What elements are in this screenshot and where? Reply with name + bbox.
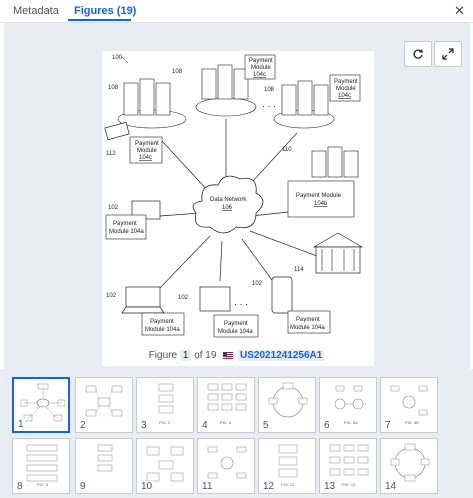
patent-number-link[interactable]: US2021241256A1 bbox=[238, 350, 325, 361]
expand-icon bbox=[442, 48, 454, 60]
thumbnail-6[interactable]: FIG. 6A 6 bbox=[319, 377, 377, 433]
figure-number[interactable]: 1 bbox=[179, 350, 192, 361]
ref-108-left: 108 bbox=[108, 85, 119, 91]
ref-108-top: 108 bbox=[172, 69, 183, 75]
thumbnail-strip: 1 2 FIG. 3 3 FIG. 4 4 5 FIG. 6A 6 FIG. 6… bbox=[0, 369, 473, 498]
pm-right-line2: Module bbox=[336, 86, 356, 92]
thumbnail-number: 11 bbox=[201, 481, 214, 492]
pm-a2-line2: Module 104a bbox=[145, 327, 180, 333]
thumbnail-number: 4 bbox=[201, 420, 209, 431]
thumbnail-number: 1 bbox=[17, 419, 25, 430]
us-flag-icon bbox=[223, 351, 234, 359]
thumbnail-9[interactable]: 9 bbox=[75, 438, 133, 494]
active-tab-indicator bbox=[68, 19, 131, 21]
thumbnail-8[interactable]: FIG. 8 8 bbox=[12, 438, 70, 494]
thumbnail-number: 2 bbox=[79, 420, 87, 431]
thumbnail-number: 5 bbox=[262, 420, 270, 431]
pm-a2-line1: Payment bbox=[150, 319, 174, 325]
thumbnail-4-caption: FIG. 4 bbox=[220, 420, 232, 425]
pm-a1-line2: Module 104a bbox=[109, 229, 144, 235]
thumbnail-number: 12 bbox=[262, 481, 276, 492]
thumbnail-3[interactable]: FIG. 3 3 bbox=[136, 377, 194, 433]
thumbnail-11[interactable]: 11 bbox=[197, 438, 255, 494]
thumbnail-13-caption: FIG. 13 bbox=[342, 482, 356, 487]
thumbnail-3-caption: FIG. 3 bbox=[159, 420, 171, 425]
thumbnail-number: 9 bbox=[79, 481, 87, 492]
pm-right-line1: Payment bbox=[334, 79, 358, 85]
thumbnail-14[interactable]: 14 bbox=[380, 438, 438, 494]
tab-bar: Metadata Figures (19) ✕ bbox=[0, 0, 473, 23]
pm-top-line1: Payment bbox=[249, 58, 273, 64]
thumbnail-number: 10 bbox=[140, 481, 154, 492]
thumbnail-7-caption: FIG. 6B bbox=[405, 420, 419, 425]
network-label: Data Network bbox=[210, 197, 247, 203]
thumbnail-number: 14 bbox=[384, 481, 398, 492]
rotate-button[interactable] bbox=[404, 41, 432, 67]
pm-b-line2: 104b bbox=[314, 201, 328, 207]
thumbnail-5[interactable]: 5 bbox=[258, 377, 316, 433]
thumbnail-1[interactable]: 1 bbox=[12, 377, 70, 433]
pm-a4-line1: Payment bbox=[296, 317, 320, 323]
thumbnail-4[interactable]: FIG. 4 4 bbox=[197, 377, 255, 433]
thumbnail-number: 8 bbox=[16, 481, 24, 492]
figure-viewer: 100 108 Payment Module 104c 108 108 bbox=[4, 23, 470, 371]
figure-caption: Figure 1 of 19 US2021241256A1 bbox=[0, 350, 473, 366]
ref-102-left: 102 bbox=[108, 205, 119, 211]
ref-102-laptop: 102 bbox=[106, 293, 117, 299]
ref-102-phone: 102 bbox=[252, 281, 263, 287]
thumbnail-7[interactable]: FIG. 6B 7 bbox=[380, 377, 438, 433]
tab-figures[interactable]: Figures (19) bbox=[74, 5, 137, 17]
thumbnail-2[interactable]: 2 bbox=[75, 377, 133, 433]
svg-text:· · ·: · · · bbox=[262, 101, 276, 111]
expand-button[interactable] bbox=[434, 41, 462, 67]
ref-110: 110 bbox=[282, 147, 292, 153]
ref-102-tablet: 102 bbox=[178, 295, 189, 301]
rotate-icon bbox=[413, 49, 423, 59]
pm-a3-line1: Payment bbox=[224, 321, 248, 327]
ref-100: 100 bbox=[112, 55, 123, 61]
pm-a1-line1: Payment bbox=[113, 221, 137, 227]
thumbnail-number: 6 bbox=[323, 420, 331, 431]
svg-text:· · ·: · · · bbox=[234, 299, 248, 309]
thumbnail-number: 7 bbox=[384, 420, 392, 431]
pm-right-line3: 104c bbox=[338, 93, 351, 99]
figure-label: Figure bbox=[148, 350, 178, 361]
ref-114: 114 bbox=[294, 267, 304, 273]
thumbnail-12-caption: FIG. 12 bbox=[281, 482, 295, 487]
pm-a4-line2: Module 104a bbox=[290, 325, 325, 331]
ref-112: 112 bbox=[106, 151, 116, 157]
patent-figure: 100 108 Payment Module 104c 108 108 bbox=[102, 51, 374, 366]
pm-left-line3: 104c bbox=[139, 155, 152, 161]
thumbnail-6-caption: FIG. 6A bbox=[344, 420, 358, 425]
thumbnail-8-caption: FIG. 8 bbox=[37, 482, 49, 487]
pm-left-line1: Payment bbox=[135, 141, 159, 147]
ref-108-right: 108 bbox=[264, 87, 275, 93]
close-icon[interactable]: ✕ bbox=[454, 3, 465, 18]
thumbnail-10[interactable]: 10 bbox=[136, 438, 194, 494]
network-ref: 106 bbox=[222, 205, 233, 211]
figure-total: of 19 bbox=[194, 350, 217, 361]
pm-a3-line2: Module 104a bbox=[218, 329, 253, 335]
pm-top-line2: Module bbox=[251, 65, 271, 71]
pm-left-line2: Module bbox=[137, 148, 157, 154]
thumbnail-number: 3 bbox=[140, 420, 148, 431]
thumbnail-number: 13 bbox=[323, 481, 337, 492]
tab-metadata[interactable]: Metadata bbox=[13, 5, 59, 17]
thumbnail-12[interactable]: FIG. 12 12 bbox=[258, 438, 316, 494]
pm-b-line1: Payment Module bbox=[296, 193, 342, 199]
pm-top-line3: 104c bbox=[253, 72, 266, 78]
thumbnail-13[interactable]: FIG. 13 13 bbox=[319, 438, 377, 494]
